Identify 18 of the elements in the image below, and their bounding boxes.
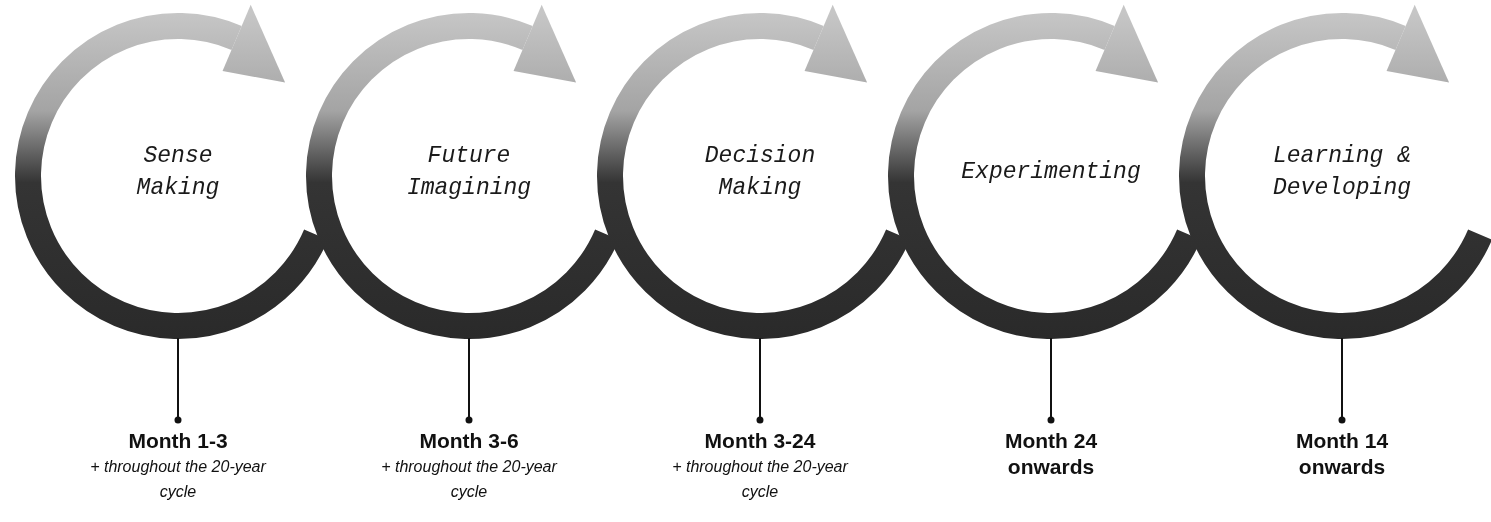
stage-label: Decision Making xyxy=(703,142,817,203)
leader-line xyxy=(756,337,764,424)
leader-line xyxy=(465,337,473,424)
note-text: + throughout the 20-year cycle xyxy=(671,457,850,502)
time-label: Month 3-6 xyxy=(419,428,519,454)
leader-line xyxy=(174,337,182,424)
note-text: + throughout the 20-year cycle xyxy=(89,457,268,502)
stage-label: Experimenting xyxy=(960,158,1142,187)
stage-label: Future Imagining xyxy=(405,142,533,203)
note-text: + throughout the 20-year cycle xyxy=(380,457,559,502)
time-label: Month 3-24 xyxy=(704,428,816,454)
time-label: Month 1-3 xyxy=(128,428,228,454)
stage-label: Sense Making xyxy=(135,142,221,203)
leader-line xyxy=(1338,337,1346,424)
time-label: Month 14 onwards xyxy=(1294,428,1390,480)
leader-line xyxy=(1047,337,1055,424)
stage-label: Learning & Developing xyxy=(1272,142,1412,203)
time-label: Month 24 onwards xyxy=(1003,428,1099,480)
